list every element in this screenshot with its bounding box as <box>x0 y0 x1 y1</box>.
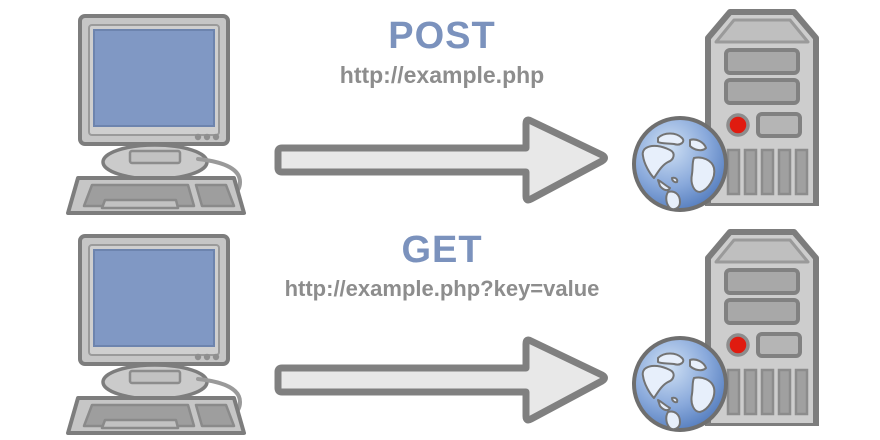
server-tower-post <box>705 9 819 206</box>
globe-icon-post <box>632 116 728 212</box>
diagram-row-get: GET http://example.php?key=value <box>0 220 880 440</box>
client-computer-icon <box>66 234 246 435</box>
post-label-block: POST http://example.php <box>258 14 626 90</box>
diagram-row-post: POST http://example.php <box>66 9 819 215</box>
client-computer-icon <box>66 14 246 215</box>
server-tower-get <box>705 229 819 426</box>
request-arrow-get <box>274 336 608 424</box>
request-arrow-post <box>274 116 608 204</box>
method-label-post: POST <box>388 15 496 57</box>
url-label-post: http://example.php <box>339 62 545 88</box>
globe-icon-get <box>632 336 728 432</box>
url-label-get: http://example.php?key=value <box>284 276 600 301</box>
method-label-get: GET <box>401 229 483 271</box>
get-label-block: GET http://example.php?key=value <box>258 228 626 304</box>
